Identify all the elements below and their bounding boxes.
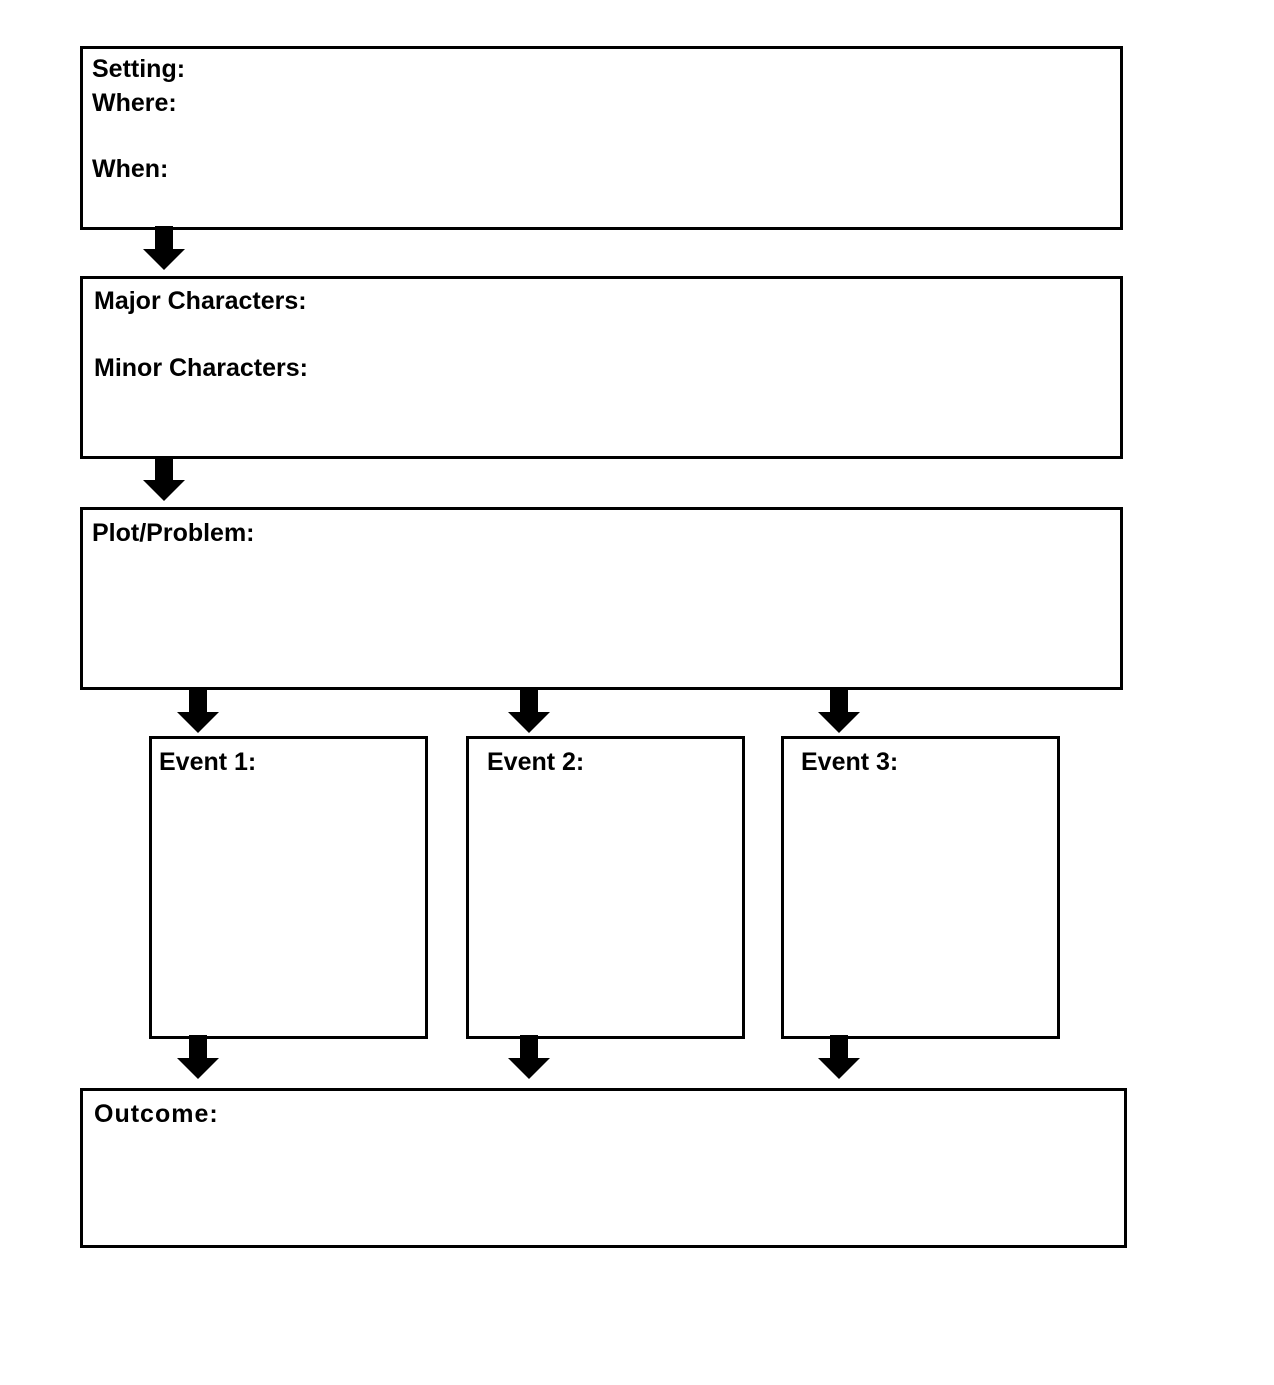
event-1-label: Event 1:: [159, 748, 257, 776]
event-3-box[interactable]: [781, 736, 1060, 1039]
arrow-down-icon: [507, 689, 551, 733]
arrow-down-icon: [142, 457, 186, 501]
outcome-label: Outcome:: [94, 1100, 219, 1128]
event-1-box[interactable]: [149, 736, 428, 1039]
when-label: When:: [92, 155, 169, 183]
arrow-down-icon: [817, 689, 861, 733]
arrow-down-icon: [507, 1035, 551, 1079]
outcome-box[interactable]: [80, 1088, 1127, 1248]
plot-problem-box[interactable]: [80, 507, 1123, 690]
event-2-box[interactable]: [466, 736, 745, 1039]
arrow-down-icon: [817, 1035, 861, 1079]
arrow-down-icon: [142, 226, 186, 270]
setting-box[interactable]: [80, 46, 1123, 230]
arrow-down-icon: [176, 1035, 220, 1079]
arrow-down-icon: [176, 689, 220, 733]
characters-box[interactable]: [80, 276, 1123, 459]
event-3-label: Event 3:: [801, 748, 899, 776]
setting-title: Setting:: [92, 55, 186, 83]
where-label: Where:: [92, 89, 177, 117]
minor-characters-label: Minor Characters:: [94, 354, 308, 382]
major-characters-label: Major Characters:: [94, 287, 307, 315]
plot-problem-label: Plot/Problem:: [92, 519, 255, 547]
event-2-label: Event 2:: [487, 748, 585, 776]
